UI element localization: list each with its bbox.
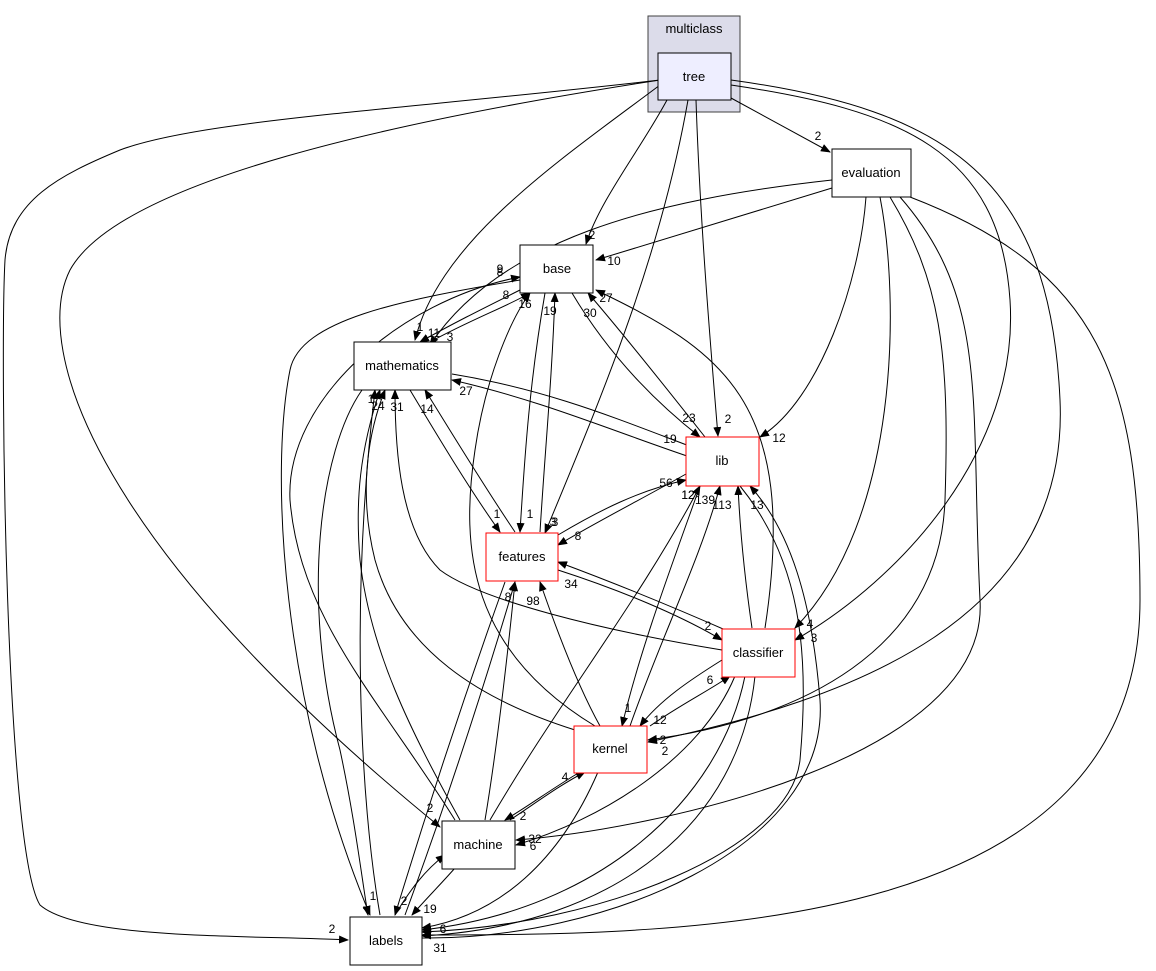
edge-label: 19	[543, 304, 557, 318]
edge-label: 10	[607, 254, 621, 268]
edge-label: 19	[663, 432, 677, 446]
node-tree[interactable]: tree	[657, 52, 732, 101]
edge-label: 4	[807, 617, 814, 631]
node-base[interactable]: base	[519, 244, 594, 294]
edge-label: 2	[329, 922, 336, 936]
edge-label: 12	[653, 713, 667, 727]
edge-label: 113	[712, 498, 731, 512]
edge-label: 24	[371, 399, 385, 413]
edge-label: 2	[589, 228, 596, 242]
node-lib[interactable]: lib	[685, 436, 760, 487]
edge-label: 2	[815, 129, 822, 143]
edge-label: 13	[750, 498, 764, 512]
node-mathematics[interactable]: mathematics	[353, 341, 452, 391]
node-label: base	[543, 261, 571, 276]
edge-label: 2	[725, 412, 732, 426]
node-machine[interactable]: machine	[441, 820, 516, 870]
edge-label: 31	[390, 400, 404, 414]
node-evaluation[interactable]: evaluation	[831, 148, 912, 198]
edge-label: 2	[520, 809, 527, 823]
edge-label: 8	[575, 529, 582, 543]
edge-label: 32	[528, 832, 542, 846]
cluster-label: multiclass	[665, 21, 723, 36]
edge-label: 2	[660, 733, 667, 747]
edge-label: 2	[401, 894, 408, 908]
edge-label: 3	[811, 631, 818, 645]
node-label: labels	[369, 933, 403, 948]
node-label: kernel	[592, 741, 628, 756]
edge-label: 9	[497, 262, 504, 276]
node-labels[interactable]: labels	[349, 916, 423, 966]
edge-label: 2	[662, 744, 669, 758]
edge-label: 1	[417, 320, 424, 334]
edge-label: 11	[428, 326, 441, 340]
node-label: machine	[453, 837, 502, 852]
edge-label: 16	[518, 297, 532, 311]
edge-label: 30	[583, 306, 597, 320]
edge-label: 98	[526, 594, 540, 608]
edge-label: 27	[599, 291, 613, 305]
edge-label: 8	[503, 288, 510, 302]
edge-label: 139	[695, 493, 715, 507]
edge-label: 56	[659, 476, 673, 490]
edge-label: 12	[681, 488, 695, 502]
edge-label: 3	[447, 330, 454, 344]
node-label: classifier	[733, 645, 784, 660]
edge-label: 1	[527, 507, 534, 521]
node-label: mathematics	[365, 358, 439, 373]
edge-label: 12	[772, 431, 786, 445]
edge-label: 31	[433, 941, 447, 955]
edge-label: 1	[494, 507, 501, 521]
edge-label: 14	[420, 402, 434, 416]
node-features[interactable]: features	[485, 532, 559, 582]
edge-label: 3	[550, 515, 557, 529]
edge-label: 6	[707, 673, 714, 687]
edge-label: 19	[423, 902, 437, 916]
edge-label: 1	[368, 392, 375, 406]
edge-label: 8	[505, 590, 512, 604]
edge-labels: 2 2 2 3 1 11 10 12 4 3 2 9 8 8 16 3 19 3…	[329, 129, 822, 955]
edge-label: 8	[497, 265, 504, 279]
edge-label: 4	[562, 770, 569, 784]
edge-label: 1	[370, 889, 377, 903]
edge-label: 27	[459, 384, 473, 398]
edge-label: 1	[625, 701, 632, 715]
node-label: features	[499, 549, 546, 564]
node-label: lib	[715, 453, 728, 468]
edge-label: 2	[427, 801, 434, 815]
node-label: tree	[683, 69, 705, 84]
node-classifier[interactable]: classifier	[721, 628, 796, 678]
node-kernel[interactable]: kernel	[573, 725, 648, 774]
edge-label: 12	[681, 488, 695, 502]
edge-label: 6	[440, 922, 447, 936]
edges	[2, 79, 1141, 944]
edge-label: 6	[530, 839, 537, 853]
edge-label: 3	[552, 515, 559, 529]
edge-label: 23	[682, 411, 696, 425]
edge-label: 2	[705, 619, 712, 633]
node-label: evaluation	[841, 165, 900, 180]
edge-label: 34	[564, 577, 578, 591]
